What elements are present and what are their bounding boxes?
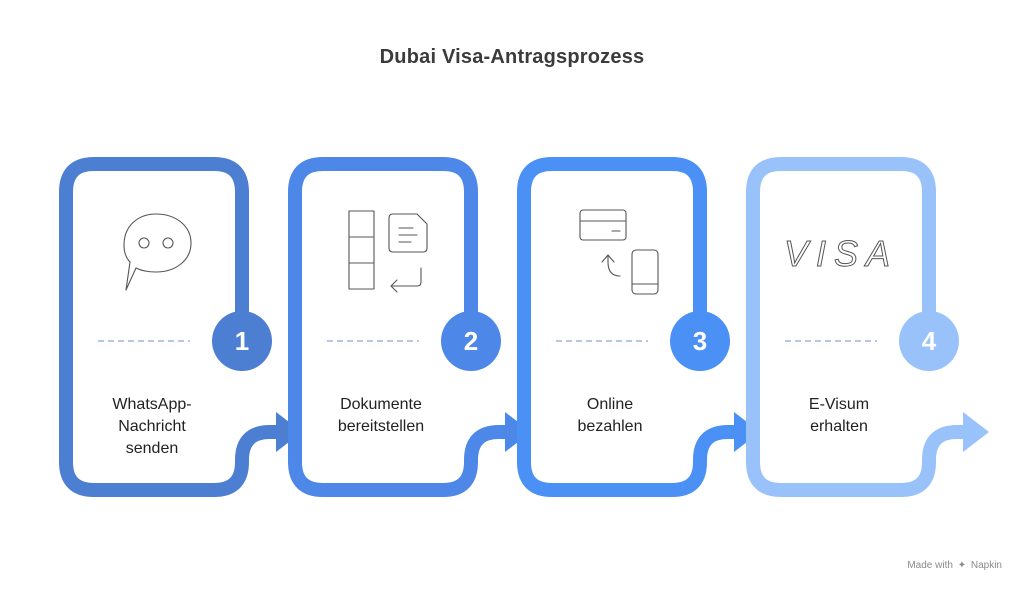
step-number: 2 — [464, 326, 478, 356]
step-label-line: bereitstellen — [338, 418, 424, 435]
step-number-circle — [212, 311, 272, 371]
step-number: 4 — [922, 326, 937, 356]
visa-text-icon: VISA — [783, 233, 898, 275]
step-outline — [517, 157, 736, 497]
napkin-logo-icon: ✦ — [957, 560, 967, 571]
chat-bubble-icon — [123, 213, 192, 291]
step-label-line: E-Visum — [809, 396, 869, 413]
step-outline — [59, 157, 278, 497]
online-payment-icon — [579, 209, 659, 295]
footer-prefix: Made with — [907, 560, 953, 571]
page-title: Dubai Visa-Antragsprozess — [379, 46, 645, 68]
documents-transfer-icon — [348, 210, 428, 293]
step-label-line: Online — [587, 396, 633, 413]
arrow-head-icon — [963, 412, 989, 452]
step-label-line: erhalten — [810, 418, 868, 435]
step-label-line: WhatsApp- — [112, 396, 191, 413]
step-label-line: bezahlen — [578, 418, 643, 435]
step-label-line: senden — [126, 440, 179, 457]
step-4: 4 VISA E-Visum erhalten — [746, 157, 989, 497]
footer-brand: Napkin — [970, 560, 1002, 571]
visa-icon-text: VISA — [784, 233, 898, 274]
step-number: 1 — [235, 326, 249, 356]
made-with-footer: Made with ✦ Napkin — [907, 560, 1002, 571]
step-number-circle — [670, 311, 730, 371]
step-label-line: Nachricht — [118, 418, 186, 435]
step-number-circle — [441, 311, 501, 371]
step-outline — [288, 157, 507, 497]
step-number: 3 — [693, 326, 707, 356]
step-outline — [746, 157, 965, 497]
step-number-circle — [899, 311, 959, 371]
step-label-line: Dokumente — [340, 396, 422, 413]
